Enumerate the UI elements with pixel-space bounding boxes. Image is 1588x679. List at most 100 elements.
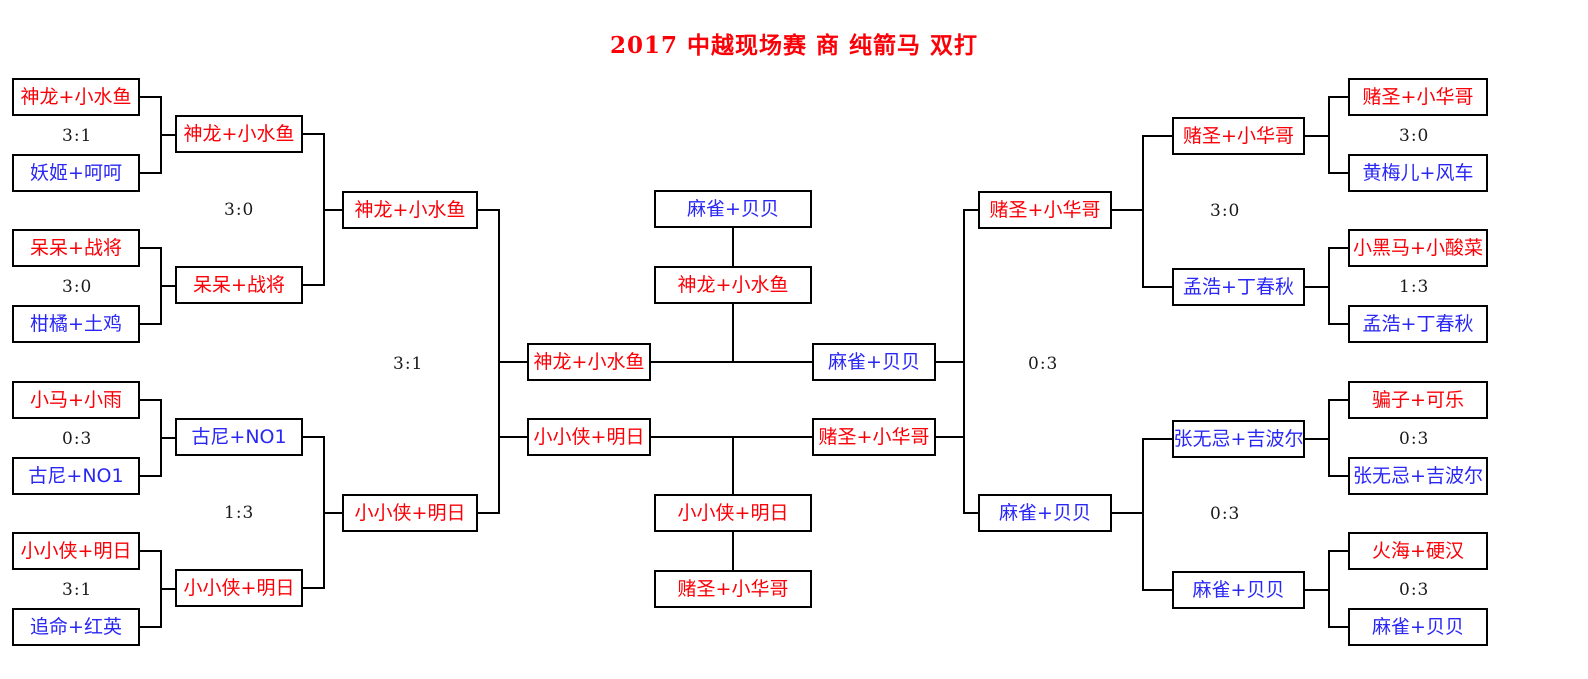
score-label: 1:3 xyxy=(1399,277,1430,297)
bracket-connector xyxy=(963,209,980,211)
bracket-connector xyxy=(478,512,500,514)
bracket-connector xyxy=(1142,438,1144,591)
bracket-connector xyxy=(1328,550,1350,552)
bracket-connector xyxy=(1142,135,1144,288)
bracket-connector xyxy=(1305,286,1328,288)
bracket-connector xyxy=(1328,247,1350,249)
bracket-connector xyxy=(498,436,527,438)
bracket-connector xyxy=(1142,438,1172,440)
bracket-connector xyxy=(1328,475,1350,477)
bracket-connector xyxy=(1328,172,1350,174)
score-label: 1:3 xyxy=(224,503,255,523)
match-slot[interactable]: 小小侠+明日 xyxy=(175,569,303,607)
match-slot[interactable]: 追命+红英 xyxy=(12,608,140,646)
bracket-connector xyxy=(1305,589,1328,591)
match-slot[interactable]: 小黑马+小酸菜 xyxy=(1348,229,1488,267)
bracket-connector xyxy=(732,436,812,438)
match-slot[interactable]: 赌圣+小华哥 xyxy=(978,191,1112,229)
match-slot[interactable]: 神龙+小水鱼 xyxy=(342,191,478,229)
bracket-connector xyxy=(140,626,162,628)
match-slot[interactable]: 麻雀+贝贝 xyxy=(654,190,812,228)
bracket-connector xyxy=(936,361,965,363)
match-slot[interactable]: 柑橘+土鸡 xyxy=(12,305,140,343)
bracket-connector xyxy=(1134,512,1144,514)
match-slot[interactable]: 小小侠+明日 xyxy=(12,532,140,570)
score-label: 3:1 xyxy=(62,580,93,600)
bracket-connector xyxy=(732,532,734,570)
match-slot[interactable]: 张无忌+吉波尔 xyxy=(1172,420,1305,458)
bracket-connector xyxy=(160,588,175,590)
score-label: 0:3 xyxy=(1210,504,1241,524)
bracket-connector xyxy=(1142,589,1172,591)
bracket-connector xyxy=(1142,135,1172,137)
bracket-connector xyxy=(160,437,175,439)
match-slot[interactable]: 赌圣+小华哥 xyxy=(654,570,812,608)
bracket-connector xyxy=(651,361,733,363)
match-slot[interactable]: 麻雀+贝贝 xyxy=(978,494,1112,532)
bracket-connector xyxy=(1134,209,1144,211)
bracket-connector xyxy=(140,172,162,174)
match-slot[interactable]: 麻雀+贝贝 xyxy=(812,343,936,381)
score-label: 0:3 xyxy=(1399,580,1430,600)
match-slot[interactable]: 赌圣+小华哥 xyxy=(812,418,936,456)
bracket-connector xyxy=(140,247,162,249)
bracket-connector xyxy=(1328,247,1330,325)
bracket-connector xyxy=(1305,438,1328,440)
bracket-connector xyxy=(303,284,325,286)
page-title: 2017 中越现场赛 商 纯箭马 双打 xyxy=(609,32,979,59)
match-slot[interactable]: 小马+小雨 xyxy=(12,381,140,419)
bracket-connector xyxy=(160,285,175,287)
score-label: 0:3 xyxy=(1028,354,1059,374)
bracket-connector xyxy=(1328,550,1330,628)
bracket-connector xyxy=(936,436,965,438)
score-label: 3:0 xyxy=(1210,201,1241,221)
match-slot[interactable]: 神龙+小水鱼 xyxy=(175,115,303,153)
match-slot[interactable]: 小小侠+明日 xyxy=(342,494,478,532)
bracket-connector xyxy=(963,512,980,514)
match-slot[interactable]: 小小侠+明日 xyxy=(654,494,812,532)
match-slot[interactable]: 呆呆+战将 xyxy=(12,229,140,267)
match-slot[interactable]: 呆呆+战将 xyxy=(175,266,303,304)
match-slot[interactable]: 小小侠+明日 xyxy=(527,418,651,456)
match-slot[interactable]: 神龙+小水鱼 xyxy=(12,78,140,116)
bracket-connector xyxy=(1328,399,1330,477)
bracket-connector xyxy=(303,587,325,589)
bracket-connector xyxy=(160,134,175,136)
match-slot[interactable]: 黄梅儿+风车 xyxy=(1348,154,1488,192)
bracket-connector xyxy=(732,361,812,363)
bracket-connector xyxy=(1328,626,1350,628)
match-slot[interactable]: 麻雀+贝贝 xyxy=(1348,608,1488,646)
bracket-connector xyxy=(1305,135,1328,137)
match-slot[interactable]: 孟浩+丁春秋 xyxy=(1172,268,1305,306)
bracket-connector xyxy=(323,512,342,514)
match-slot[interactable]: 神龙+小水鱼 xyxy=(527,343,651,381)
bracket-connector xyxy=(478,209,500,211)
match-slot[interactable]: 火海+硬汉 xyxy=(1348,532,1488,570)
match-slot[interactable]: 古尼+NO1 xyxy=(175,418,303,456)
score-label: 3:1 xyxy=(62,126,93,146)
match-slot[interactable]: 骗子+可乐 xyxy=(1348,381,1488,419)
score-label: 3:1 xyxy=(393,354,424,374)
bracket-connector xyxy=(140,550,162,552)
bracket-connector xyxy=(303,436,325,438)
match-slot[interactable]: 神龙+小水鱼 xyxy=(654,266,812,304)
match-slot[interactable]: 孟浩+丁春秋 xyxy=(1348,305,1488,343)
match-slot[interactable]: 妖姬+呵呵 xyxy=(12,154,140,192)
match-slot[interactable]: 麻雀+贝贝 xyxy=(1172,571,1305,609)
bracket-connector xyxy=(732,304,734,362)
bracket-connector xyxy=(1328,96,1350,98)
match-slot[interactable]: 张无忌+吉波尔 xyxy=(1348,457,1488,495)
bracket-connector xyxy=(1328,323,1350,325)
bracket-connector xyxy=(963,209,965,514)
bracket-connector xyxy=(1142,286,1172,288)
bracket-connector xyxy=(1112,209,1134,211)
match-slot[interactable]: 古尼+NO1 xyxy=(12,457,140,495)
bracket-connector xyxy=(1328,96,1330,174)
score-label: 0:3 xyxy=(62,429,93,449)
score-label: 3:0 xyxy=(62,277,93,297)
bracket-connector xyxy=(303,133,325,135)
bracket-connector xyxy=(732,436,734,494)
match-slot[interactable]: 赌圣+小华哥 xyxy=(1172,117,1305,155)
match-slot[interactable]: 赌圣+小华哥 xyxy=(1348,78,1488,116)
bracket-connector xyxy=(140,475,162,477)
